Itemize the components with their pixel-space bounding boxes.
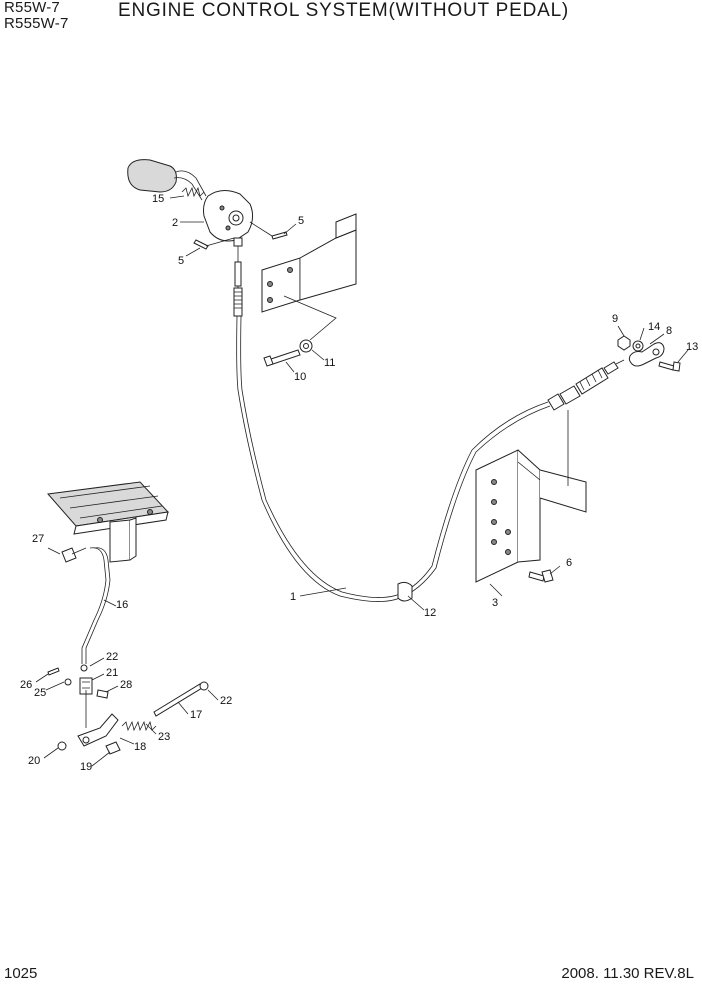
page-number: 1025 [4, 965, 38, 982]
callout-8: 8 [666, 325, 672, 337]
callout-17: 17 [190, 709, 202, 721]
engine-bracket [475, 410, 587, 583]
callout-leaders [35, 195, 689, 767]
callout-28: 28 [120, 679, 132, 691]
callout-11: 11 [324, 357, 335, 369]
callout-23: 23 [158, 731, 170, 743]
hand-lever-assembly [127, 159, 288, 250]
callout-22-upper: 22 [106, 651, 118, 663]
callout-19: 19 [80, 761, 92, 773]
callout-22-right: 22 [220, 695, 232, 707]
callout-16: 16 [116, 599, 128, 611]
callout-labels: 1 2 3 5 5 6 8 9 10 11 12 13 14 15 16 17 … [20, 193, 698, 773]
page-title: ENGINE CONTROL SYSTEM(WITHOUT PEDAL) [118, 0, 570, 21]
model-code-secondary: R555W-7 [4, 15, 69, 32]
callout-5-left: 5 [178, 255, 184, 267]
callout-25: 25 [34, 687, 46, 699]
callout-13: 13 [686, 341, 698, 353]
callout-26: 26 [20, 679, 32, 691]
callout-3: 3 [492, 597, 498, 609]
throttle-cable [233, 246, 625, 602]
callout-2: 2 [172, 217, 178, 229]
callout-27: 27 [32, 533, 44, 545]
rod-end-parts [617, 335, 681, 372]
callout-9: 9 [612, 313, 618, 325]
callout-1: 1 [290, 591, 296, 603]
callout-10: 10 [294, 371, 306, 383]
callout-21: 21 [106, 667, 118, 679]
callout-12: 12 [424, 607, 436, 619]
callout-6: 6 [566, 557, 572, 569]
callout-5-right: 5 [298, 215, 304, 227]
callout-18: 18 [134, 741, 146, 753]
revision-date: 2008. 11.30 REV.8L [561, 965, 694, 982]
pedal-assembly [47, 481, 209, 755]
callout-20: 20 [28, 755, 40, 767]
callout-14: 14 [648, 321, 660, 333]
upper-bracket [261, 213, 357, 367]
callout-15: 15 [152, 193, 164, 205]
model-code-primary: R55W-7 [4, 0, 60, 16]
